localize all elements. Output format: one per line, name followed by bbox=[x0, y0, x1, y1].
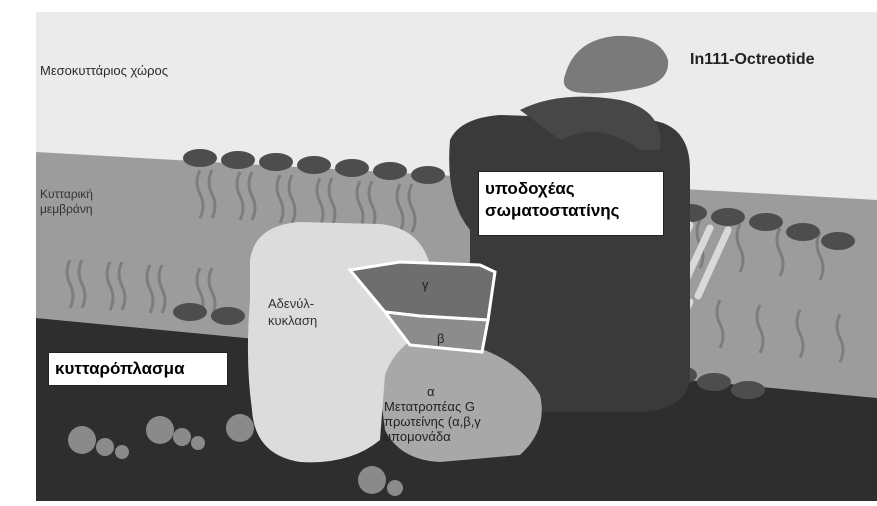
adenylate-cyclase-label: Αδενύλ- κυκλαση bbox=[268, 295, 317, 329]
receptor-label-box: υποδοχέας σωματοστατίνης bbox=[478, 171, 664, 236]
cytoplasm-label-box: κυτταρόπλασμα bbox=[48, 352, 228, 386]
receptor-label-line1: υποδοχέας bbox=[485, 178, 663, 200]
receptor-label-line2: σωματοστατίνης bbox=[485, 200, 663, 222]
g-protein-label-line2: πρωτείνης (α,β,γ bbox=[384, 414, 481, 429]
beta-label: β bbox=[437, 331, 444, 346]
membrane-label: Κυτταρική μεμβράνη bbox=[40, 187, 93, 217]
membrane-label-line1: Κυτταρική bbox=[40, 187, 93, 202]
g-protein-label: Μετατροπέας G πρωτείνης (α,β,γ υπομονάδα bbox=[384, 399, 481, 444]
ligand-label: In111-Octreotide bbox=[690, 51, 815, 69]
alpha-label: α bbox=[427, 384, 435, 399]
membrane-label-line2: μεμβράνη bbox=[40, 202, 93, 217]
extracellular-space-label: Μεσοκυττάριος χώρος bbox=[40, 63, 168, 78]
adenylate-cyclase-label-line2: κυκλαση bbox=[268, 312, 317, 329]
adenylate-cyclase-label-line1: Αδενύλ- bbox=[268, 295, 317, 312]
g-protein-label-line1: Μετατροπέας G bbox=[384, 399, 481, 414]
gamma-label: γ bbox=[422, 277, 429, 292]
g-protein-label-line3: υπομονάδα bbox=[384, 429, 481, 444]
